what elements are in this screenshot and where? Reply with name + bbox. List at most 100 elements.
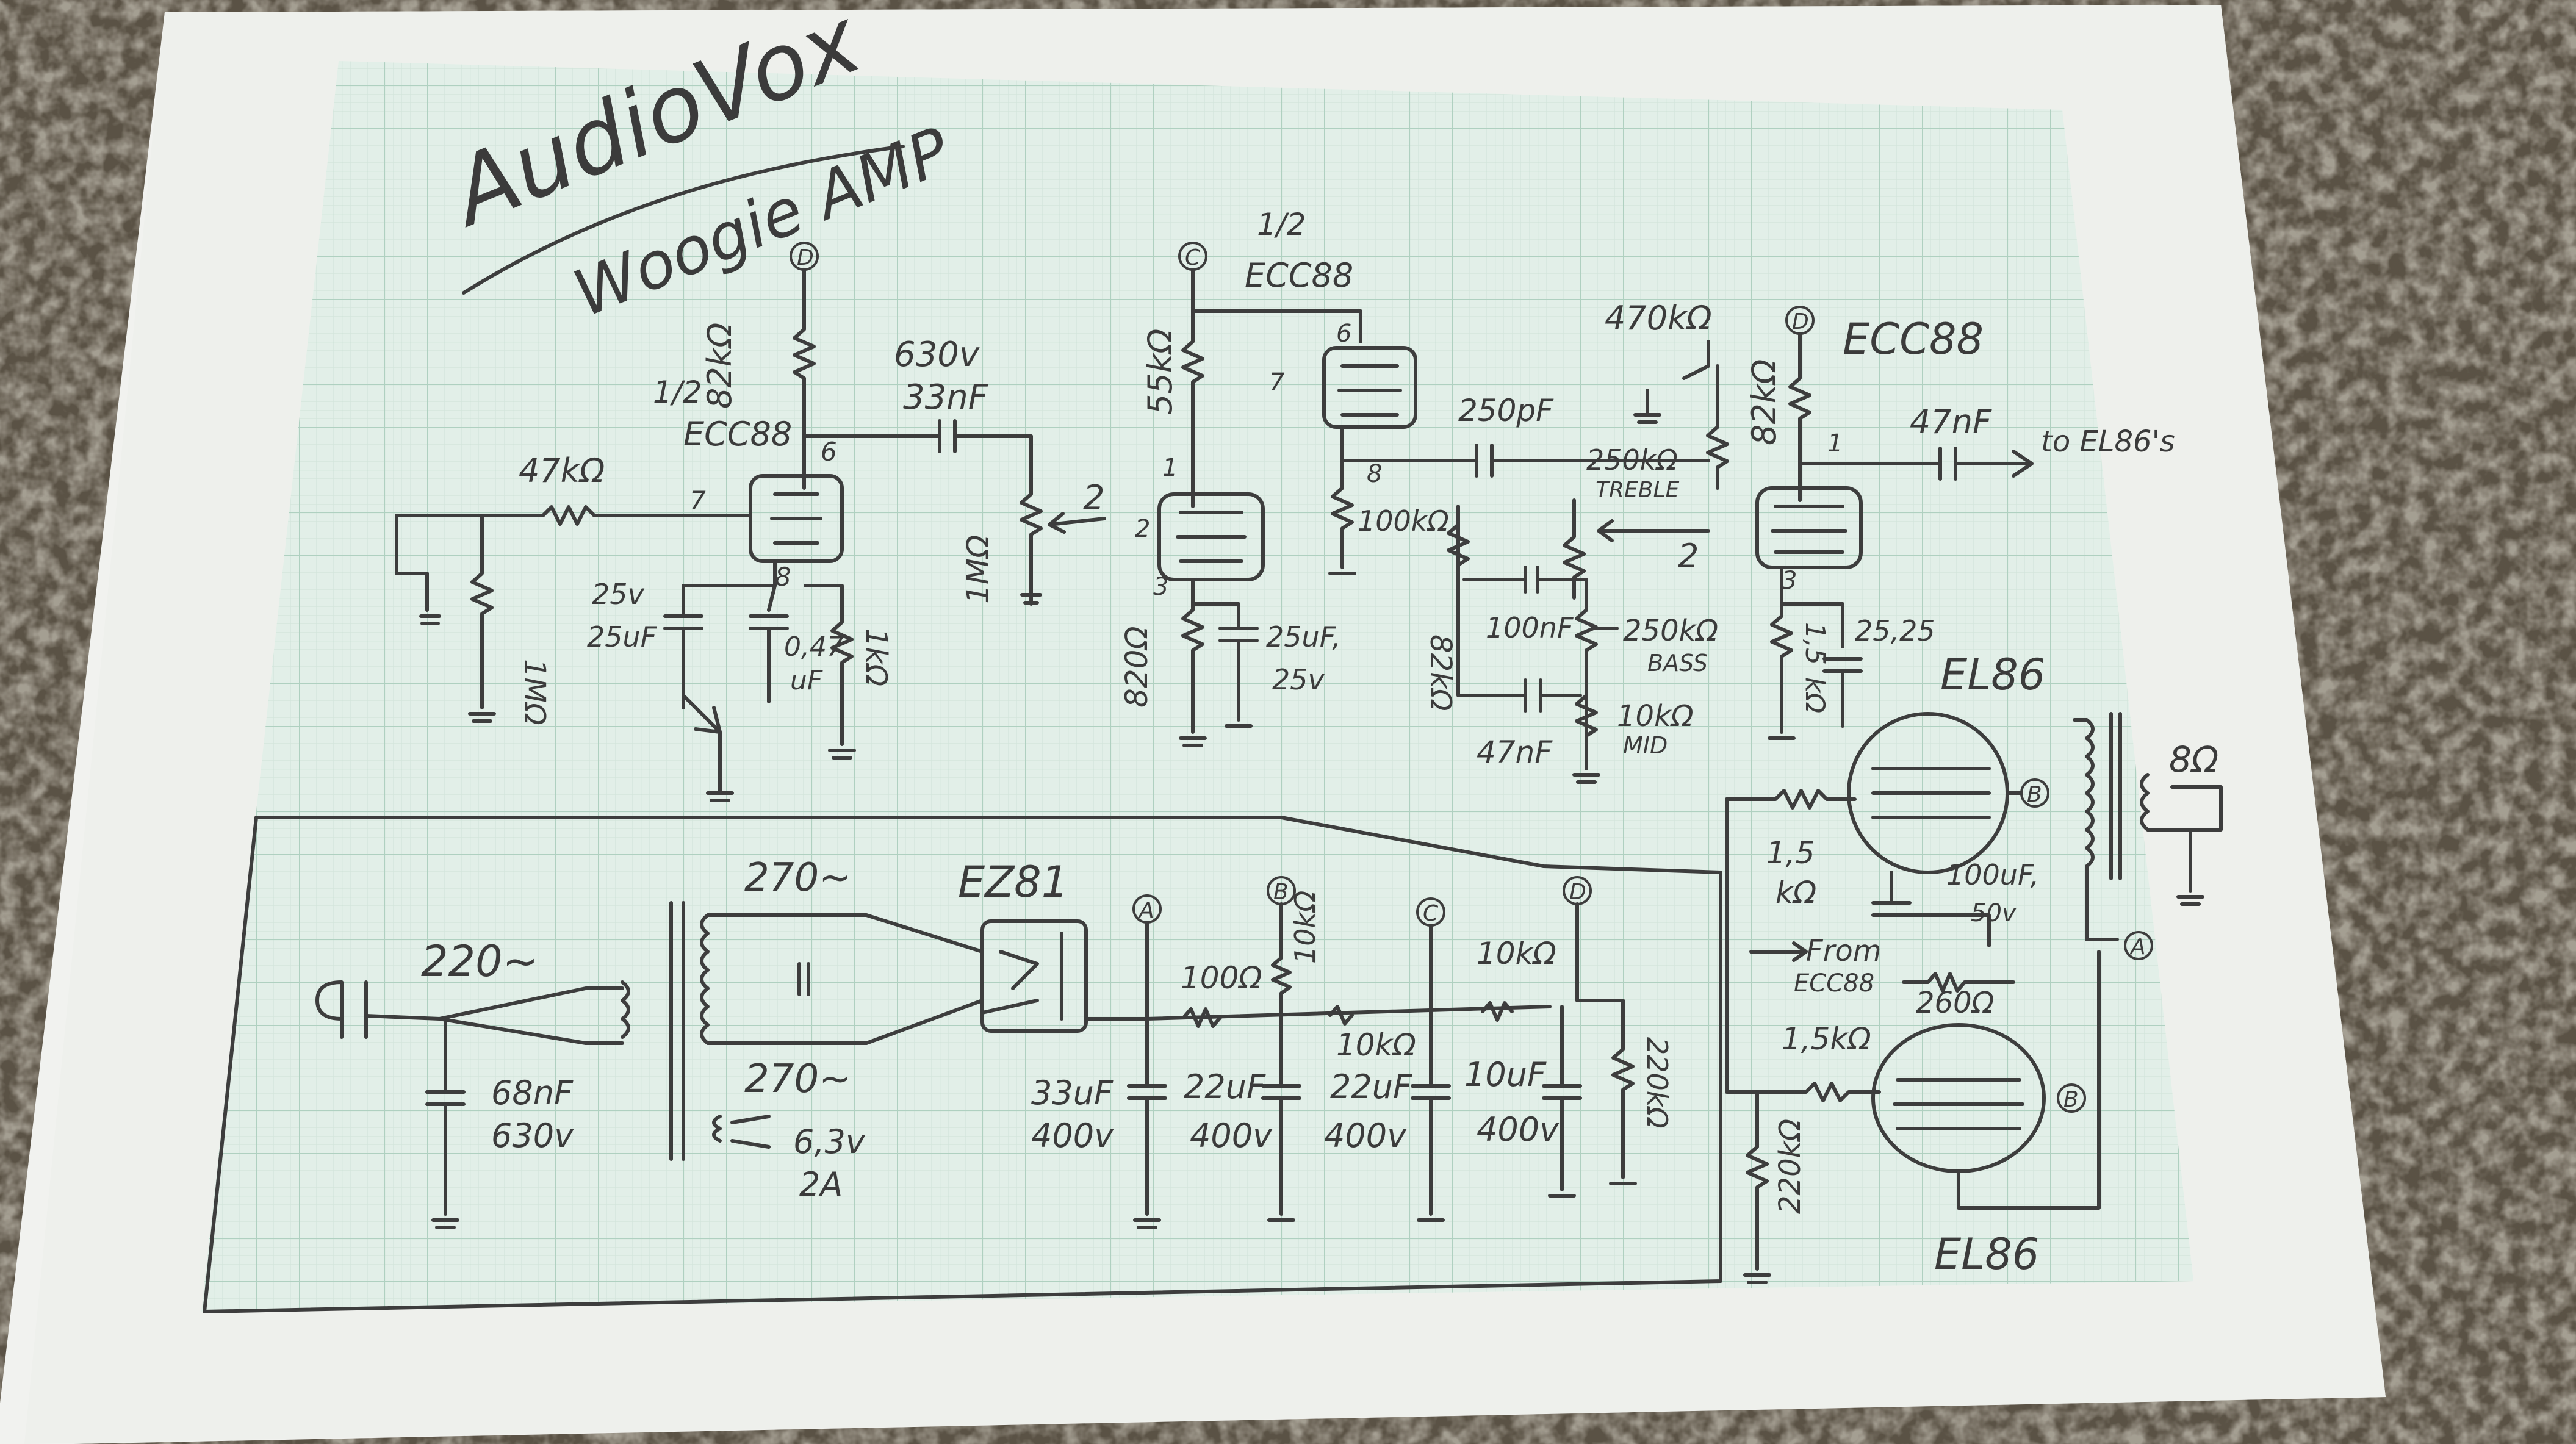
psu-c4-b: 400v bbox=[1477, 1110, 1560, 1149]
psu-mains-cap-a: 68nF bbox=[491, 1074, 574, 1112]
output-grid-bottom-label: 1,5kΩ bbox=[1782, 1021, 1871, 1057]
tone-mid-pot-name: MID bbox=[1623, 732, 1668, 759]
psu-c1-b: 400v bbox=[1031, 1116, 1114, 1155]
psu-node-b-label: B bbox=[1273, 880, 1289, 905]
tone-treble-pot-name: TREBLE bbox=[1596, 478, 1680, 503]
output-from-label-b: ECC88 bbox=[1794, 969, 1874, 997]
output-cathode-cap-b: 50v bbox=[1971, 899, 2017, 927]
stage3-coupling-cap-label: 47nF bbox=[1910, 403, 1992, 441]
tone-stack: 250pF 470kΩ 250kΩ TREBLE 2 82kΩ 100nF 25… bbox=[1340, 299, 1729, 784]
stage3-cathode-cap-label: 25,25 bbox=[1855, 614, 1935, 647]
tone-bass-pot-name: BASS bbox=[1647, 650, 1708, 677]
preamp-cathode-cap-value: 25uF bbox=[587, 620, 657, 653]
tone-mid-cap-label: 47nF bbox=[1477, 735, 1553, 770]
output-speaker-label: 8Ω bbox=[2169, 739, 2218, 780]
stage2-pin1: 1 bbox=[1162, 454, 1178, 482]
stage2-cathode-resistor-label: 820Ω bbox=[1119, 626, 1154, 708]
tone-mid-pot-value: 10kΩ bbox=[1617, 699, 1694, 733]
preamp-stage-1: D 82kΩ 1/2 ECC88 6 7 8 630v 33nF 1MΩ 2 4… bbox=[395, 242, 1106, 802]
psu-rectifier-label: EZ81 bbox=[958, 857, 1068, 907]
stage3-cathode-resistor-b: kΩ bbox=[1799, 677, 1830, 713]
tone-treble-pot-value: 250kΩ bbox=[1586, 444, 1678, 476]
psu-heater-b: 2A bbox=[799, 1165, 843, 1204]
psu-r1-label: 100Ω bbox=[1181, 960, 1262, 996]
preamp-tube-symbol bbox=[749, 474, 844, 563]
preamp-stage-3: D ECC88 82kΩ 1 47nF to EL86's 3 1,5 kΩ 2… bbox=[1745, 306, 2175, 740]
preamp-grid-resistor-label: 47kΩ bbox=[519, 451, 605, 490]
psu-mains-label: 220~ bbox=[421, 936, 538, 986]
node-d-label: D bbox=[797, 245, 814, 270]
tone-470k-label: 470kΩ bbox=[1605, 299, 1712, 337]
node-d3-label: D bbox=[1792, 309, 1809, 334]
stage3-output-label: to EL86's bbox=[2041, 425, 2175, 459]
preamp-cap-value: 33nF bbox=[903, 378, 988, 417]
stage2-half-label: 1/2 bbox=[1257, 207, 1306, 242]
psu-secondary-bottom: 270~ bbox=[744, 1057, 852, 1102]
preamp-pin-cathode: 8 bbox=[775, 562, 791, 592]
stage2-pin2: 2 bbox=[1135, 515, 1150, 543]
stage2-tube-b-symbol bbox=[1157, 492, 1265, 581]
output-node-b1-label: B bbox=[2027, 782, 2042, 807]
output-grid-leak-label: 220kΩ bbox=[1773, 1119, 1807, 1214]
preamp-volume-pot-label: 1MΩ bbox=[960, 535, 996, 604]
stage2-pin7: 7 bbox=[1269, 368, 1285, 397]
psu-c3-b: 400v bbox=[1324, 1116, 1407, 1155]
psu-r2-label: 10kΩ bbox=[1289, 891, 1322, 964]
tone-82k-label: 82kΩ bbox=[1423, 634, 1458, 711]
psu-node-a-label: A bbox=[1138, 898, 1154, 923]
output-stage: EL86 B 1,5 kΩ From ECC88 100uF, 50v 260Ω… bbox=[1725, 650, 2223, 1284]
power-supply: 220~ 68nF 630v 270~ 270~ 6,3v 2A EZ81 A … bbox=[203, 816, 1722, 1313]
preamp-cathode-cap-volt: 25v bbox=[592, 578, 645, 611]
preamp-cathode-cap2-b: uF bbox=[790, 665, 823, 696]
stage2-tube-label: ECC88 bbox=[1245, 256, 1353, 295]
stage3-pin1: 1 bbox=[1827, 429, 1843, 458]
stage3-plate-resistor-label: 82kΩ bbox=[1745, 359, 1783, 445]
output-tube-bottom-label: EL86 bbox=[1934, 1229, 2039, 1279]
stage3-pin3: 3 bbox=[1782, 567, 1797, 595]
preamp-cap-volt: 630v bbox=[894, 335, 980, 375]
tone-bass-cap-label: 100nF bbox=[1486, 611, 1574, 644]
psu-bleeder-label: 220kΩ bbox=[1641, 1037, 1674, 1129]
preamp-input-resistor-label: 1MΩ bbox=[517, 659, 552, 725]
psu-c3-a: 22uF bbox=[1330, 1068, 1412, 1106]
preamp-arrow-2: 2 bbox=[1083, 478, 1105, 518]
preamp-tube-label: ECC88 bbox=[683, 415, 792, 453]
stage2-plate-resistor-label: 55kΩ bbox=[1141, 329, 1179, 415]
stage2-cathode-cap-a: 25uF, bbox=[1266, 620, 1341, 653]
psu-c1-a: 33uF bbox=[1031, 1074, 1114, 1112]
preamp-stage-2: C 1/2 ECC88 55kΩ 6 7 8 1 2 3 820Ω 25uF, … bbox=[1119, 207, 1449, 747]
stage2-tube-a-symbol bbox=[1322, 346, 1417, 429]
stage2-pin6: 6 bbox=[1336, 320, 1351, 348]
tone-bass-pot-value: 250kΩ bbox=[1623, 614, 1718, 648]
output-grid-top-a: 1,5 bbox=[1766, 835, 1815, 871]
output-from-label-a: From bbox=[1806, 934, 1881, 968]
preamp-plate-resistor-label: 82kΩ bbox=[700, 323, 739, 409]
psu-r3-label: 10kΩ bbox=[1336, 1027, 1416, 1063]
psu-r4-label: 10kΩ bbox=[1477, 936, 1556, 971]
stage2-pin8: 8 bbox=[1367, 460, 1382, 488]
psu-c2-b: 400v bbox=[1190, 1116, 1273, 1155]
output-node-b2-marker bbox=[2057, 1083, 2086, 1113]
output-cathode-resistor-label: 260Ω bbox=[1916, 986, 1995, 1020]
node-c-label: C bbox=[1185, 245, 1201, 270]
output-node-a-label: A bbox=[2129, 935, 2146, 960]
preamp-pin-plate: 6 bbox=[821, 437, 837, 467]
preamp-half-label: 1/2 bbox=[653, 375, 702, 410]
output-node-a-marker bbox=[2124, 931, 2153, 960]
stage3-tube-label: ECC88 bbox=[1843, 314, 1984, 364]
stage3-tube-symbol bbox=[1755, 486, 1863, 569]
psu-c2-a: 22uF bbox=[1184, 1068, 1266, 1106]
preamp-cathode-resistor-label: 1kΩ bbox=[859, 628, 893, 686]
preamp-pin-grid: 7 bbox=[689, 486, 706, 515]
psu-node-c-label: C bbox=[1423, 901, 1439, 926]
stage2-100k-label: 100kΩ bbox=[1358, 505, 1449, 537]
output-node-b2-label: B bbox=[2063, 1087, 2079, 1112]
psu-node-d-label: D bbox=[1569, 880, 1586, 905]
output-cathode-cap-a: 100uF, bbox=[1946, 858, 2039, 891]
psu-heater-a: 6,3v bbox=[793, 1123, 866, 1161]
output-tube-top-label: EL86 bbox=[1940, 650, 2045, 700]
output-grid-top-b: kΩ bbox=[1775, 875, 1816, 910]
tone-arrow-2: 2 bbox=[1678, 537, 1699, 575]
psu-secondary-top: 270~ bbox=[744, 855, 852, 900]
